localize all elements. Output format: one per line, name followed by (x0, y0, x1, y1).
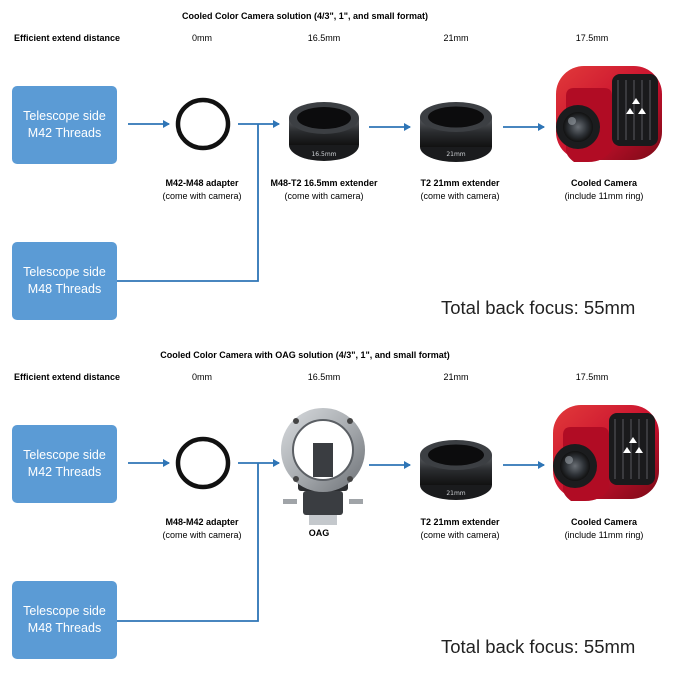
caption-extender-21: T2 21mm extender (come with camera) (420, 177, 499, 203)
caption-adapter-title: M42-M48 adapter (165, 178, 239, 188)
input-m42-line1: Telescope side (23, 448, 106, 462)
caption-camera-title: Cooled Camera (570, 517, 638, 527)
connector-lines (116, 459, 545, 622)
oag-image (281, 408, 365, 525)
caption-camera-sub: (include 11mm ring) (564, 530, 644, 540)
caption-camera-title: Cooled Camera (570, 178, 638, 188)
extender-21-engraving: 21mm (446, 490, 465, 497)
camera-image (556, 66, 662, 162)
caption-oag: OAG (309, 527, 330, 540)
distance-extender-16: 16.5mm (307, 33, 341, 43)
connector-lines (116, 120, 545, 282)
caption-extender-16-sub: (come with camera) (284, 191, 364, 201)
flow-diagram: 21mm (116, 405, 659, 622)
caption-extender-21-title: T2 21mm extender (420, 178, 500, 188)
distance-camera: 17.5mm (575, 372, 609, 382)
adapter-ring-image (175, 97, 231, 151)
caption-oag-title: OAG (308, 528, 330, 538)
input-m48-line2: M48 Threads (27, 621, 102, 635)
total-back-focus: Total back focus: 55mm (441, 297, 636, 318)
input-m42-line1: Telescope side (23, 109, 106, 123)
distance-row-label: Efficient extend distance (14, 372, 121, 382)
distance-adapter: 0mm (192, 372, 212, 382)
caption-adapter-title: M48-M42 adapter (165, 517, 239, 527)
caption-extender-21: T2 21mm extender (come with camera) (420, 516, 499, 542)
extender-16mm-image: 16.5mm (289, 102, 359, 161)
distance-adapter: 0mm (192, 33, 212, 43)
caption-extender-21-title: T2 21mm extender (420, 517, 500, 527)
input-box-m42: Telescope side M42 Threads (12, 86, 117, 164)
input-m48-line1: Telescope side (23, 604, 106, 618)
section-title: Cooled Color Camera solution (4/3", 1", … (181, 11, 429, 21)
distance-row-label: Efficient extend distance (14, 33, 121, 43)
extender-21-engraving: 21mm (446, 151, 465, 158)
extender-21mm-image: 21mm (420, 440, 492, 500)
input-m48-line2: M48 Threads (27, 282, 102, 296)
section-oag: Cooled Color Camera with OAG solution (4… (0, 339, 676, 677)
caption-extender-16: M48-T2 16.5mm extender (come with camera… (270, 177, 377, 203)
distance-extender-21: 21mm (443, 372, 469, 382)
caption-adapter-sub: (come with camera) (162, 191, 242, 201)
input-m42-line2: M42 Threads (27, 126, 102, 140)
caption-extender-16-title: M48-T2 16.5mm extender (270, 178, 378, 188)
caption-extender-21-sub: (come with camera) (420, 191, 500, 201)
input-box-m48: Telescope side M48 Threads (12, 242, 117, 320)
caption-camera: Cooled Camera (include 11mm ring) (565, 516, 644, 542)
caption-adapter: M42-M48 adapter (come with camera) (162, 177, 241, 203)
total-back-focus: Total back focus: 55mm (441, 636, 636, 657)
camera-image (553, 405, 659, 501)
distance-camera: 17.5mm (575, 33, 609, 43)
caption-camera: Cooled Camera (include 11mm ring) (565, 177, 644, 203)
adapter-ring-image (175, 436, 231, 490)
extender-21mm-image: 21mm (420, 102, 492, 162)
distance-extender-21: 21mm (443, 33, 469, 43)
line-m48-branch (116, 463, 259, 622)
extender-16-engraving: 16.5mm (311, 151, 336, 158)
input-box-m42: Telescope side M42 Threads (12, 425, 117, 503)
input-m42-line2: M42 Threads (27, 465, 102, 479)
distance-oag: 16.5mm (307, 372, 341, 382)
caption-adapter: M48-M42 adapter (come with camera) (162, 516, 241, 542)
line-m48-branch (116, 124, 259, 282)
caption-extender-21-sub: (come with camera) (420, 530, 500, 540)
input-m48-line1: Telescope side (23, 265, 106, 279)
flow-diagram: 16.5mm 21mm (116, 66, 662, 282)
caption-camera-sub: (include 11mm ring) (564, 191, 644, 201)
input-box-m48: Telescope side M48 Threads (12, 581, 117, 659)
section-standard: Cooled Color Camera solution (4/3", 1", … (0, 0, 676, 338)
caption-adapter-sub: (come with camera) (162, 530, 242, 540)
section-title: Cooled Color Camera with OAG solution (4… (160, 350, 450, 360)
